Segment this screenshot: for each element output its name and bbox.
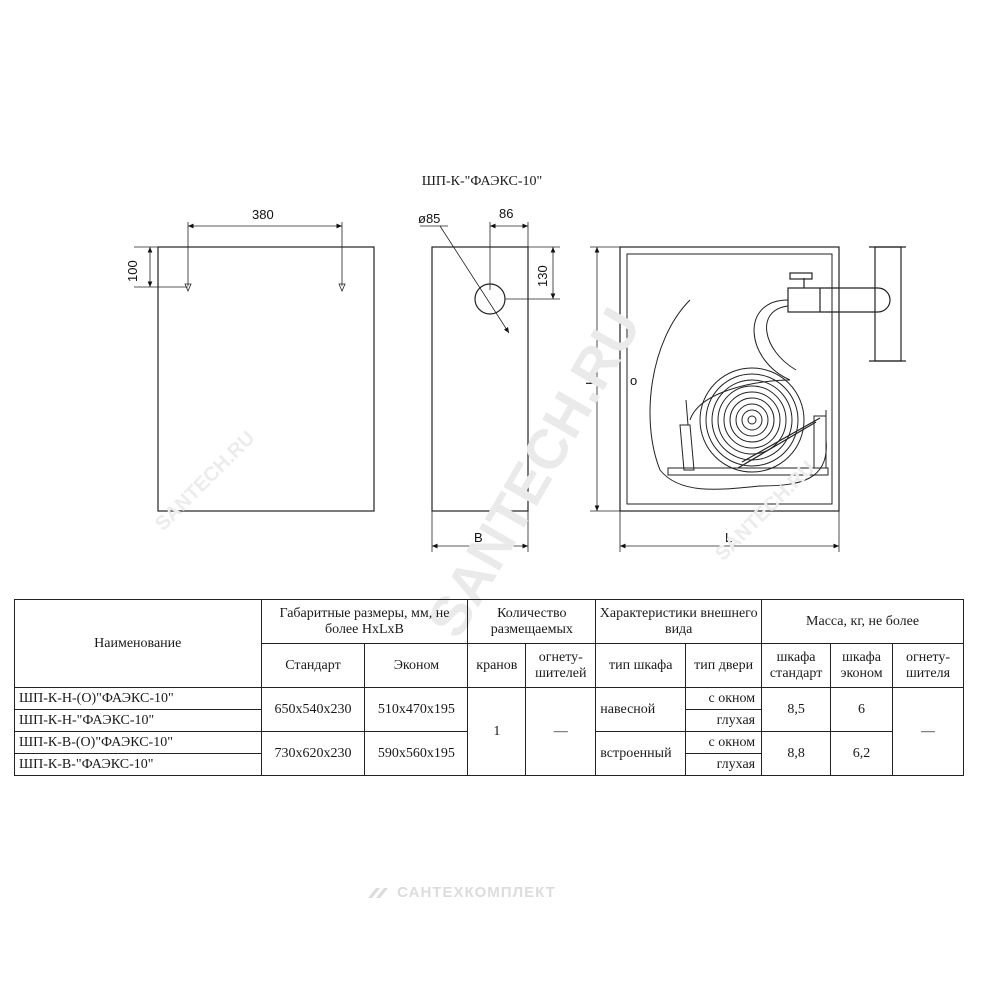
dim-standard-value: 650x540x230 <box>260 687 366 732</box>
row-name: ШП-К-В-(О)"ФАЭКС-10" <box>14 731 262 754</box>
table-row: ШП-К-Н-"ФАЭКС-10" глухая <box>14 709 964 732</box>
technical-drawing: 380 100 B 86 130 ø85 H о L <box>125 206 906 552</box>
row-name: ШП-К-Н-(О)"ФАЭКС-10" <box>14 687 262 710</box>
header-mass-econom: шкафа эконом <box>830 643 893 688</box>
door-type-value: глухая <box>685 753 763 776</box>
header-dim-standard: Стандарт <box>260 643 366 688</box>
watermark-brand-text: САНТЕХКОМПЛЕКТ <box>397 884 556 901</box>
header-door-type: тип двери <box>685 643 763 688</box>
hose-reel <box>699 367 805 473</box>
door-type-value: с окном <box>685 687 763 710</box>
dim-econom-value: 590x560x195 <box>364 731 469 776</box>
dim-standard-value: 730x620x230 <box>260 731 366 776</box>
drawing-title: ШП-К-"ФАЭКС-10" <box>421 174 543 189</box>
front-view: 380 100 <box>125 207 375 512</box>
cutaway-view: H о L <box>583 246 906 552</box>
dim-100: 100 <box>125 260 140 282</box>
header-qty-extinguishers: огнету-шителей <box>525 643 597 688</box>
valves-count: 1 <box>467 687 527 776</box>
table-row: ШП-К-Н-(О)"ФАЭКС-10" 650x540x230 510x470… <box>14 687 964 776</box>
dim-130: 130 <box>535 265 550 287</box>
brand-logo-icon <box>368 888 388 899</box>
door-type-value: с окном <box>685 731 763 754</box>
mass-standard-value: 8,5 <box>761 687 832 732</box>
header-appearance: Характеристики внешнего вида <box>595 599 763 644</box>
mass-standard-value: 8,8 <box>761 731 832 776</box>
header-name: Наименование <box>14 599 262 688</box>
dim-86: 86 <box>499 206 513 221</box>
mass-econom-value: 6 <box>830 687 893 732</box>
dim-h: H <box>583 376 598 385</box>
header-mass: Масса, кг, не более <box>761 599 964 644</box>
dim-l: L <box>725 530 732 545</box>
cabinet-type-value: встроенный <box>595 731 687 776</box>
header-qty-valves: кранов <box>467 643 527 688</box>
header-cabinet-type: тип шкафа <box>595 643 687 688</box>
cabinet-type-value: навесной <box>595 687 687 732</box>
side-view: B 86 130 ø85 <box>418 206 560 552</box>
table-row: ШП-К-В-"ФАЭКС-10" глухая <box>14 753 964 776</box>
table-row: ШП-К-В-(О)"ФАЭКС-10" 730x620x230 590x560… <box>14 731 964 776</box>
dim-hole-diameter: ø85 <box>418 211 440 226</box>
dim-econom-value: 510x470x195 <box>364 687 469 732</box>
row-name: ШП-К-В-"ФАЭКС-10" <box>14 753 262 776</box>
row-name: ШП-К-Н-"ФАЭКС-10" <box>14 709 262 732</box>
header-dim-econom: Эконом <box>364 643 469 688</box>
dim-380: 380 <box>252 207 274 222</box>
header-mass-extinguisher: огнету-шителя <box>892 643 964 688</box>
marker-o: о <box>630 373 637 388</box>
mass-extinguisher-value: — <box>892 687 964 776</box>
spec-table: Наименование Габаритные размеры, мм, не … <box>14 599 964 776</box>
header-mass-standard: шкафа стандарт <box>761 643 832 688</box>
door-type-value: глухая <box>685 709 763 732</box>
mass-econom-value: 6,2 <box>830 731 893 776</box>
header-dimensions: Габаритные размеры, мм, не более HxLxB <box>260 599 469 644</box>
dim-b: B <box>474 530 483 545</box>
watermark-brand: САНТЕХКОМПЛЕКТ <box>366 884 556 901</box>
header-quantity: Количество размещаемых <box>467 599 597 644</box>
extinguishers-count: — <box>525 687 597 776</box>
